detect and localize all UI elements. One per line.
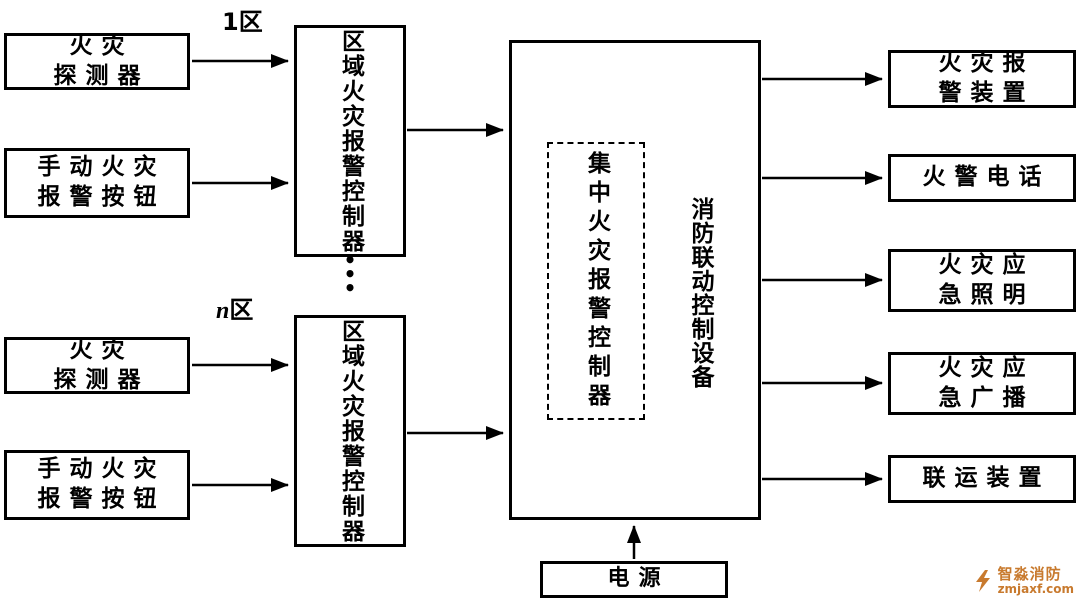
box-label-line: 火灾应 xyxy=(938,354,1035,381)
linkage-device-box: 联运装置 xyxy=(888,455,1076,503)
fire-detector-zone1-box: 火灾 探测器 xyxy=(4,33,190,90)
box-label-line: 火警电话 xyxy=(922,164,1051,191)
box-label-line: 火灾 xyxy=(69,336,134,363)
zone-n-variable: n xyxy=(216,298,230,324)
box-label-line: 探测器 xyxy=(53,366,150,393)
box-label-line: 急广播 xyxy=(938,384,1035,411)
watermark-text: 智淼消防 zmjaxf.com xyxy=(997,564,1074,597)
box-label-line: 火灾 xyxy=(69,32,134,59)
box-label-line: 电源 xyxy=(607,566,670,592)
zone-n-suffix: 区 xyxy=(229,296,254,324)
regional-fire-alarm-controller-1-box: 区域火灾报警控制器 xyxy=(294,25,406,257)
zone-1-label: 1区 xyxy=(222,2,263,37)
box-label-line: 报警按钮 xyxy=(37,486,166,512)
box-label-vertical: 区域火灾报警控制器 xyxy=(337,28,364,254)
power-supply-box: 电源 xyxy=(540,561,728,598)
box-label-line: 探测器 xyxy=(53,62,150,89)
box-label-line: 报警按钮 xyxy=(37,184,166,210)
watermark-site: zmjaxf.com xyxy=(997,582,1074,597)
centralized-fire-alarm-controller-dashed-box: 集中火灾报警控制器 xyxy=(547,142,645,420)
zone-ellipsis-dots: • • • xyxy=(343,248,357,300)
fire-linkage-control-equipment-box: 集中火灾报警控制器 消防联动控制设备 xyxy=(509,40,761,520)
box-label-line: 手动火灾 xyxy=(37,154,166,181)
box-label-line: 联运装置 xyxy=(922,465,1051,492)
regional-fire-alarm-controller-2-box: 区域火灾报警控制器 xyxy=(294,315,406,547)
watermark-logo-icon xyxy=(975,570,990,593)
box-label-line: 火灾应 xyxy=(938,251,1035,278)
fire-detector-zonen-box: 火灾 探测器 xyxy=(4,337,190,394)
fire-emergency-lighting-box: 火灾应 急照明 xyxy=(888,249,1076,312)
box-label-vertical: 集中火灾报警控制器 xyxy=(583,150,610,412)
box-label-line: 火灾报 xyxy=(938,50,1035,77)
box-label-vertical: 区域火灾报警控制器 xyxy=(337,318,364,544)
fire-alarm-device-box: 火灾报 警装置 xyxy=(888,50,1076,108)
fire-telephone-box: 火警电话 xyxy=(888,154,1076,202)
manual-call-point-zone1-box: 手动火灾 报警按钮 xyxy=(4,148,190,218)
box-label-line: 手动火灾 xyxy=(37,456,166,483)
manual-call-point-zonen-box: 手动火灾 报警按钮 xyxy=(4,450,190,520)
zone-n-label: n区 xyxy=(216,290,253,325)
box-label-line: 警装置 xyxy=(938,80,1035,106)
watermark: 智淼消防 zmjaxf.com xyxy=(973,564,1074,597)
fire-emergency-broadcast-box: 火灾应 急广播 xyxy=(888,352,1076,415)
watermark-brand: 智淼消防 xyxy=(997,564,1062,583)
box-label-line: 急照明 xyxy=(938,281,1035,308)
zone-1-label-text: 1区 xyxy=(222,8,263,36)
fire-linkage-control-equipment-label: 消防联动控制设备 xyxy=(687,197,713,389)
